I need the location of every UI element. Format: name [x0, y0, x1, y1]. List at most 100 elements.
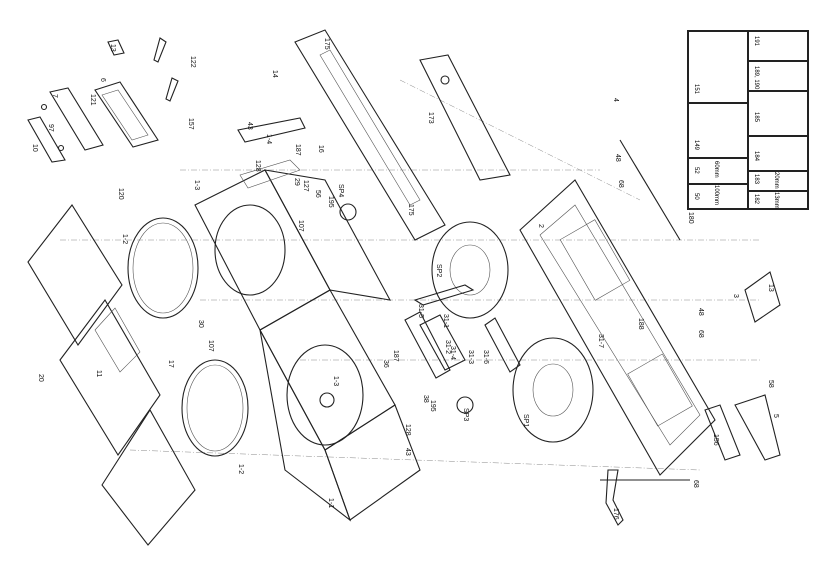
part-label: 58 — [767, 380, 774, 388]
part-label: 195 — [327, 196, 334, 208]
part-label: 6 — [99, 78, 106, 82]
cell-id: 52 — [693, 167, 699, 174]
part-label: 48 — [614, 154, 621, 162]
part-label: 128 — [254, 160, 261, 172]
part-label: 4 — [612, 98, 619, 102]
cell-note: 20mm — [773, 172, 779, 189]
cell-note: 13mm — [773, 192, 779, 209]
cell-id: 182 — [753, 194, 759, 205]
top-panel — [237, 29, 446, 241]
cell-id: 185 — [753, 112, 759, 123]
part-label: 7 — [51, 94, 58, 98]
side-panels — [27, 204, 249, 546]
part-label: 56 — [314, 190, 321, 198]
part-label: 1-1 — [327, 498, 334, 509]
accessory-cell-151: 151 — [688, 31, 748, 103]
part-label: SP1 — [522, 414, 529, 428]
part-label: 30 — [197, 320, 204, 328]
part-label: 10 — [31, 144, 38, 152]
cell-id: 151 — [693, 84, 699, 95]
part-label: 43 — [246, 122, 253, 130]
part-label: 180 — [687, 212, 694, 224]
part-label: 127 — [302, 180, 309, 192]
accessory-cell-191: 191 — [748, 31, 808, 61]
cell-id: 191 — [753, 36, 759, 47]
part-label: 31-7 — [597, 334, 604, 349]
cell-id: 50 — [693, 193, 699, 200]
part-label: 120 — [117, 188, 124, 200]
accessory-parts-box: 151 191 189, 190 185 149 184 52 60mm 183 2… — [687, 30, 809, 210]
part-label: 188 — [637, 318, 644, 330]
part-label: 31-3 — [467, 350, 474, 365]
cell-id: 183 — [753, 174, 759, 185]
part-label: 16 — [317, 145, 324, 153]
part-label: 156 — [712, 434, 719, 446]
part-label: 36 — [382, 360, 389, 368]
part-label: 128 — [404, 424, 411, 436]
part-label: 11 — [95, 370, 102, 378]
part-label: 97 — [47, 124, 54, 132]
cover-173 — [419, 54, 511, 181]
part-label: 3 — [732, 294, 739, 298]
guide-lines — [60, 79, 760, 471]
cell-id: 184 — [753, 151, 759, 162]
part-label: 68 — [617, 180, 624, 188]
accessory-cell-52: 52 60mm — [688, 158, 748, 184]
part-label: 17 — [167, 360, 174, 368]
part-label: 122 — [189, 56, 196, 68]
part-label: 1-3 — [332, 376, 339, 387]
main-cabinet — [194, 159, 421, 522]
cell-id: 149 — [693, 140, 699, 151]
part-label: 121 — [89, 94, 96, 106]
part-label: 1-2 — [237, 464, 244, 475]
accessory-cell-182: 182 13mm — [748, 191, 808, 209]
part-label: 68 — [692, 480, 699, 488]
part-label: 5 — [772, 414, 779, 418]
cell-note: 60mm — [713, 161, 719, 178]
part-label: 68 — [697, 330, 704, 338]
part-label: 195 — [429, 400, 436, 412]
part-label: 107 — [207, 340, 214, 352]
part-label: 13 — [109, 44, 116, 52]
part-label: 1-3 — [193, 180, 200, 191]
part-label: 175 — [407, 204, 414, 216]
part-label: 107 — [297, 220, 304, 232]
part-label: 31-6 — [482, 350, 489, 365]
part-label: 14 — [271, 70, 278, 78]
accessory-cell-189-190: 189, 190 — [748, 61, 808, 91]
accessory-cell-184: 184 — [748, 136, 808, 171]
part-label: 175 — [323, 38, 330, 50]
part-label: 173 — [427, 112, 434, 124]
accessory-cell-183: 183 20mm — [748, 171, 808, 191]
part-label: 176 — [612, 508, 619, 520]
right-parts — [605, 271, 781, 526]
part-label: 38 — [422, 395, 429, 403]
part-label: 13 — [767, 284, 774, 292]
circuit-boards — [404, 284, 521, 379]
part-label: 20 — [37, 374, 44, 382]
part-label: 48 — [697, 308, 704, 316]
part-label: 187 — [392, 350, 399, 362]
accessory-cell-185: 185 — [748, 91, 808, 136]
part-label: SP4 — [337, 184, 344, 198]
cell-id: 189, 190 — [753, 66, 759, 90]
part-label: SP3 — [462, 408, 469, 422]
part-label: 31-4 — [449, 346, 456, 361]
part-label: 1-2 — [121, 234, 128, 245]
accessory-cell-50: 50 100mm — [688, 184, 748, 209]
cassette-door-assembly — [27, 37, 179, 163]
rear-chassis — [519, 139, 716, 481]
part-label: 157 — [187, 118, 194, 130]
part-label: 1-4 — [265, 134, 272, 145]
part-label: 29 — [293, 178, 300, 186]
accessory-cell-149: 149 — [688, 103, 748, 158]
part-label: 2 — [537, 224, 544, 228]
part-label: 31-1 — [442, 314, 449, 329]
cell-note: 100mm — [713, 185, 719, 206]
part-label: SP2 — [435, 264, 442, 278]
part-label: 43 — [404, 448, 411, 456]
part-label: 187 — [294, 144, 301, 156]
speakers — [339, 203, 594, 443]
